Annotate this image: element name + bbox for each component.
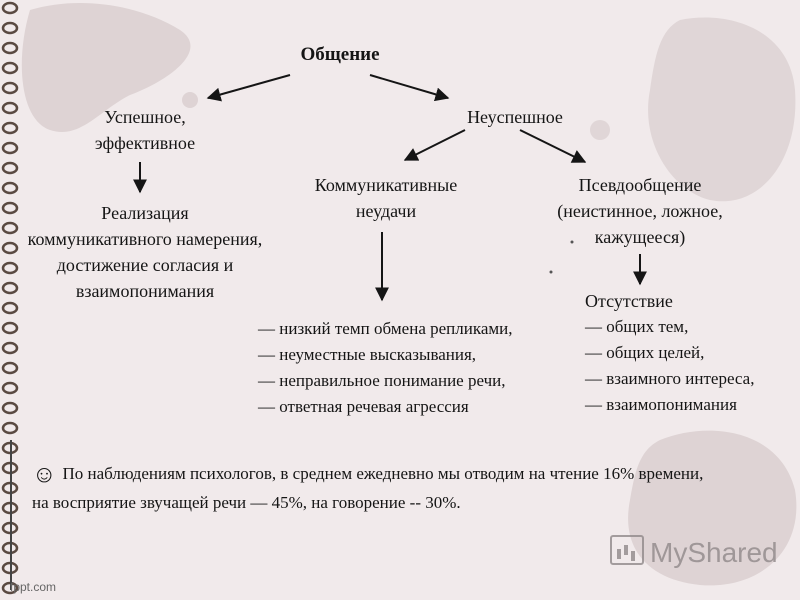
spiral-ring — [1, 41, 19, 55]
node-realization-line: достижение согласия и — [56, 255, 234, 275]
absence-title: Отсутствие — [585, 291, 673, 311]
psychologists-note: ☺ По наблюдениям психологов, в среднем еж… — [32, 460, 703, 517]
speck-dot — [549, 270, 553, 274]
node-comm-failures: Коммуникативные неудачи — [296, 172, 476, 224]
spiral-ring — [1, 21, 19, 35]
failures-list: — низкий темп обмена репликами, — неумес… — [258, 316, 513, 420]
node-pseudo-line: (неистинное, ложное, — [557, 201, 723, 221]
spiral-ring — [1, 221, 19, 235]
spiral-ring — [1, 301, 19, 315]
arrow-root-to-successful — [206, 74, 291, 102]
note-side-bar — [10, 440, 12, 590]
spiral-ring — [1, 181, 19, 195]
node-root: Общение — [300, 44, 380, 65]
absence-list-item: — общих тем, — [585, 317, 689, 336]
watermark-text: MyShared — [650, 537, 778, 568]
spiral-ring — [1, 381, 19, 395]
watermark: MyShared — [610, 535, 778, 569]
spiral-ring — [1, 341, 19, 355]
failures-list-item: — ответная речевая агрессия — [258, 397, 469, 416]
note-line-2: на восприятие звучащей речи — 45%, на го… — [32, 493, 461, 512]
failures-list-item: — низкий темп обмена репликами, — [258, 319, 513, 338]
node-comm-failures-line: Коммуникативные — [314, 175, 458, 195]
watermark-logo-icon — [610, 535, 644, 565]
ink-blot-top-left — [21, 2, 198, 132]
spiral-ring — [1, 81, 19, 95]
absence-list-item: — взаимного интереса, — [585, 369, 755, 388]
node-successful-line: Успешное, — [104, 107, 186, 127]
ink-blot-bottom-right — [628, 430, 797, 586]
spiral-ring — [1, 101, 19, 115]
ink-blot-right — [590, 17, 796, 202]
arrow-unsuccessful-to-failures — [403, 129, 466, 161]
spiral-ring — [1, 281, 19, 295]
absence-list-item: — общих целей, — [585, 343, 705, 362]
spiral-ring — [1, 321, 19, 335]
spiral-ring — [1, 61, 19, 75]
note-line-1: ☺ По наблюдениям психологов, в среднем еж… — [32, 460, 703, 489]
spiral-ring — [1, 201, 19, 215]
node-successful: Успешное, эффективное — [70, 104, 220, 156]
note-line-1-text: По наблюдениям психологов, в среднем еже… — [62, 464, 704, 483]
node-pseudo: Псевдообщение (неистинное, ложное, кажущ… — [540, 172, 740, 250]
smiley-icon: ☺ — [32, 462, 57, 488]
footer-source: fppt.com — [10, 580, 57, 594]
spiral-ring — [1, 261, 19, 275]
node-pseudo-line: кажущееся) — [594, 227, 686, 247]
arrow-unsuccessful-to-pseudo — [519, 129, 587, 163]
speck-dot — [570, 240, 574, 244]
spiral-ring — [1, 161, 19, 175]
node-realization: Реализация коммуникативного намерения, д… — [0, 200, 290, 304]
spiral-ring — [1, 401, 19, 415]
spiral-ring — [1, 421, 19, 435]
spiral-ring — [1, 121, 19, 135]
node-pseudo-line: Псевдообщение — [578, 175, 702, 195]
arrow-root-to-unsuccessful — [369, 74, 450, 102]
spiral-ring — [1, 141, 19, 155]
node-unsuccessful: Неуспешное — [467, 107, 563, 127]
node-realization-line: взаимопонимания — [75, 281, 215, 301]
node-successful-line: эффективное — [94, 133, 196, 153]
failures-list-item: — неправильное понимание речи, — [258, 371, 506, 390]
node-comm-failures-line: неудачи — [355, 201, 417, 221]
spiral-ring — [1, 241, 19, 255]
absence-list-item: — взаимопонимания — [585, 395, 737, 414]
node-realization-line: Реализация — [101, 203, 189, 223]
node-realization-line: коммуникативного намерения, — [27, 229, 263, 249]
spiral-ring — [1, 361, 19, 375]
failures-list-item: — неуместные высказывания, — [258, 345, 477, 364]
spiral-binding — [1, 1, 19, 595]
spiral-ring — [1, 1, 19, 15]
absence-list: Отсутствие — общих тем, — общих целей, —… — [585, 288, 754, 418]
